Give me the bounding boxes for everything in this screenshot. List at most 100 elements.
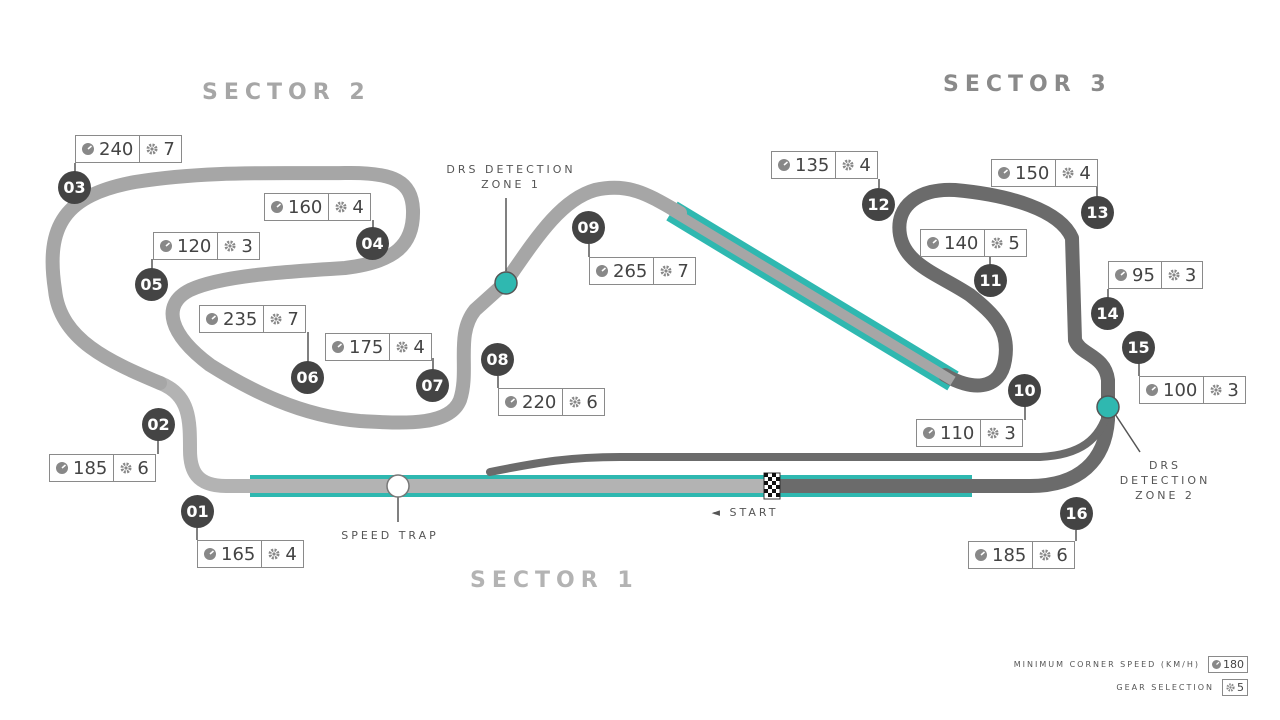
corner-number-14: 14 xyxy=(1091,297,1124,330)
corner-speed: 185 xyxy=(50,455,113,481)
corner-info-13: 150 4 xyxy=(991,159,1098,187)
corner-info-06: 235 7 xyxy=(199,305,306,333)
corner-gear: 3 xyxy=(1160,262,1202,288)
corner-speed-value: 140 xyxy=(944,232,979,254)
gear-icon xyxy=(146,143,158,155)
gear-icon xyxy=(1039,549,1051,561)
drs-detection-point-2 xyxy=(1096,395,1120,419)
corner-speed: 175 xyxy=(326,334,389,360)
corner-gear: 4 xyxy=(1055,160,1096,186)
corner-info-10: 110 3 xyxy=(916,419,1023,447)
corner-gear-value: 6 xyxy=(137,457,149,479)
corner-number-05: 05 xyxy=(135,268,168,301)
corner-speed-value: 220 xyxy=(522,391,557,413)
corner-speed-value: 185 xyxy=(992,544,1027,566)
corner-gear: 3 xyxy=(1203,377,1244,403)
corner-gear: 7 xyxy=(139,136,180,162)
speedometer-icon xyxy=(160,240,172,252)
corner-number-08: 08 xyxy=(481,343,514,376)
gear-icon xyxy=(335,201,347,213)
corner-info-08: 220 6 xyxy=(498,388,605,416)
corner-number-02: 02 xyxy=(142,408,175,441)
gear-icon xyxy=(224,240,236,252)
sector-1-label: SECTOR 1 xyxy=(470,568,639,593)
sector-2-label: SECTOR 2 xyxy=(202,80,371,105)
drs-detection-point-1 xyxy=(494,271,518,295)
corner-gear: 4 xyxy=(261,541,302,567)
gear-icon xyxy=(120,462,132,474)
gear-icon xyxy=(1226,683,1235,692)
corner-speed-value: 175 xyxy=(349,336,384,358)
corner-gear: 5 xyxy=(984,230,1025,256)
gear-icon xyxy=(987,427,999,439)
gear-icon xyxy=(268,548,280,560)
corner-info-15: 100 3 xyxy=(1139,376,1246,404)
corner-gear: 7 xyxy=(653,258,694,284)
legend-gear: GEAR SELECTION 5 xyxy=(1116,679,1248,696)
corner-info-01: 165 4 xyxy=(197,540,304,568)
speedometer-icon xyxy=(332,341,344,353)
corner-speed-value: 120 xyxy=(177,235,212,257)
pit-lane xyxy=(486,406,1112,476)
corner-info-16: 185 6 xyxy=(968,541,1075,569)
corner-speed-value: 165 xyxy=(221,543,256,565)
corner-gear-value: 3 xyxy=(241,235,253,257)
corner-number-13: 13 xyxy=(1081,196,1114,229)
corner-info-11: 140 5 xyxy=(920,229,1027,257)
corner-speed: 220 xyxy=(499,389,562,415)
legend-speed-box: 180 xyxy=(1208,656,1248,673)
speedometer-icon xyxy=(56,462,68,474)
start-finish-line xyxy=(763,472,781,500)
corner-gear-value: 6 xyxy=(1056,544,1068,566)
corner-info-02: 185 6 xyxy=(49,454,156,482)
corner-speed-value: 240 xyxy=(99,138,134,160)
speedometer-icon xyxy=(923,427,935,439)
corner-speed-value: 100 xyxy=(1163,379,1198,401)
corner-gear: 4 xyxy=(328,194,369,220)
track-sector-2 xyxy=(45,165,687,430)
corner-speed: 240 xyxy=(76,136,139,162)
speedometer-icon xyxy=(927,237,939,249)
gear-icon xyxy=(1210,384,1222,396)
corner-speed: 100 xyxy=(1140,377,1203,403)
corner-speed: 150 xyxy=(992,160,1055,186)
corner-speed: 185 xyxy=(969,542,1032,568)
corner-speed-value: 265 xyxy=(613,260,648,282)
corner-speed: 110 xyxy=(917,420,980,446)
corner-gear-value: 4 xyxy=(859,154,871,176)
corner-gear-value: 7 xyxy=(163,138,175,160)
corner-number-15: 15 xyxy=(1122,331,1155,364)
corner-info-07: 175 4 xyxy=(325,333,432,361)
speedometer-icon xyxy=(82,143,94,155)
corner-gear: 3 xyxy=(980,420,1021,446)
speedometer-icon xyxy=(1212,660,1221,669)
corner-number-11: 11 xyxy=(974,264,1007,297)
corner-gear: 6 xyxy=(562,389,603,415)
gear-icon xyxy=(270,313,282,325)
legend-speed: MINIMUM CORNER SPEED (KM/H) 180 xyxy=(1014,656,1248,673)
gear-icon xyxy=(396,341,408,353)
corner-speed-value: 95 xyxy=(1132,264,1155,286)
drs2-leader xyxy=(1114,413,1141,453)
corner-speed: 165 xyxy=(198,541,261,567)
corner-gear-value: 4 xyxy=(413,336,425,358)
corner-gear-value: 4 xyxy=(352,196,364,218)
back-straight-core xyxy=(669,206,956,386)
sector-3-label: SECTOR 3 xyxy=(943,72,1112,97)
corner-leaders xyxy=(74,163,1140,541)
corner-speed-value: 110 xyxy=(940,422,975,444)
corner-number-16: 16 xyxy=(1060,497,1093,530)
corner-info-04: 160 4 xyxy=(264,193,371,221)
speed-trap-label: SPEED TRAP xyxy=(341,529,439,542)
corner-gear: 6 xyxy=(113,455,154,481)
corner-number-03: 03 xyxy=(58,171,91,204)
corner-info-14: 95 3 xyxy=(1108,261,1204,289)
corner-number-01: 01 xyxy=(181,495,214,528)
corner-gear: 7 xyxy=(263,306,304,332)
corner-gear-value: 6 xyxy=(586,391,598,413)
corner-gear: 4 xyxy=(389,334,430,360)
corner-gear-value: 7 xyxy=(677,260,689,282)
speedometer-icon xyxy=(975,549,987,561)
speedometer-icon xyxy=(998,167,1010,179)
